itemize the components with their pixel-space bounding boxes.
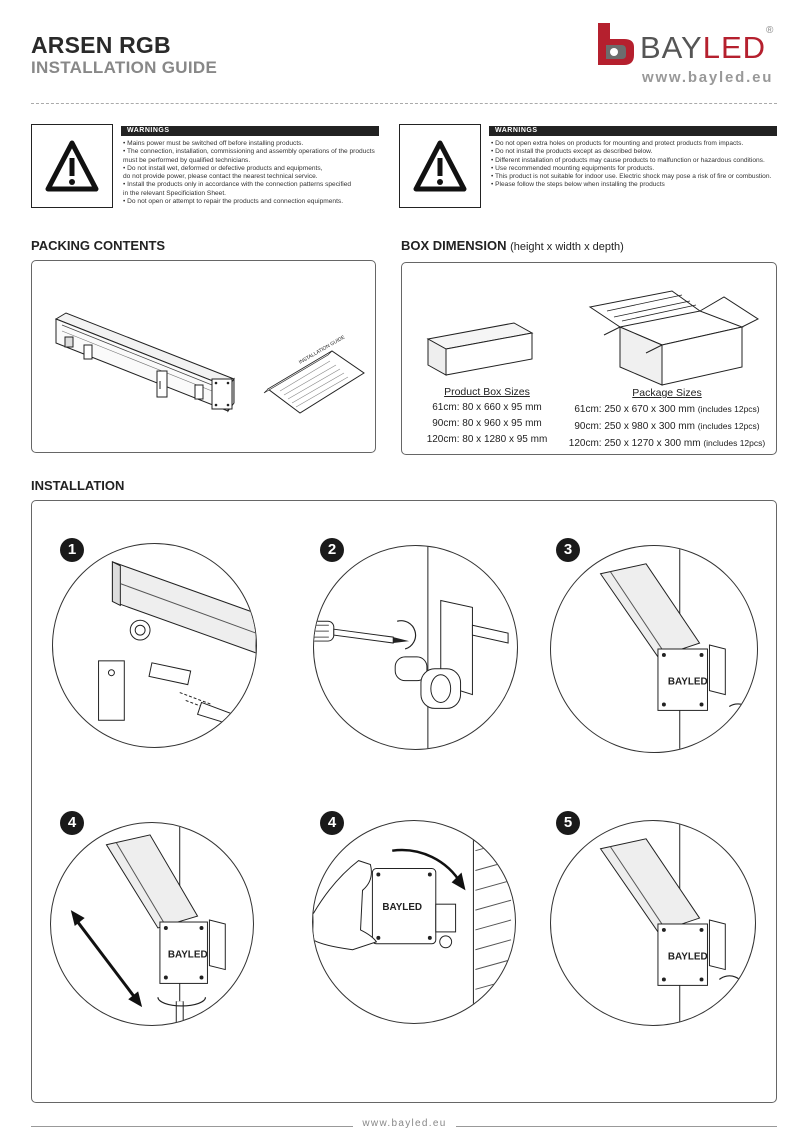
brand-logo: BAYLED ® www.bayled.eu [594, 17, 784, 87]
package-row: 120cm: 250 x 1270 x 300 mm (includes 12p… [562, 435, 772, 452]
package-sizes: Package Sizes 61cm: 250 x 670 x 300 mm (… [562, 385, 772, 452]
warning-item: • Mains power must be switched off befor… [123, 140, 304, 147]
product-box-row: 61cm: 80 x 660 x 95 mm [432, 402, 542, 413]
package-size: 61cm: 250 x 670 x 300 mm [574, 404, 695, 415]
step-1-illustration [52, 543, 257, 748]
installation-title: INSTALLATION [31, 478, 125, 493]
brand-wordmark: BAYLED [640, 30, 766, 66]
step-number: 1 [60, 538, 84, 562]
step-4b-illustration: BAYLED [312, 820, 516, 1024]
package-caption: Package Sizes [632, 387, 702, 399]
warning-item: • Do not open or attempt to repair the p… [123, 198, 344, 206]
brand-prefix: BAY [640, 30, 703, 65]
package-note: (includes 12pcs) [703, 438, 766, 448]
step-number: 3 [556, 538, 580, 562]
warnings-left: WARNINGS • Mains power must be switched … [31, 124, 379, 208]
warning-item: do not provide power, please contact the… [123, 173, 318, 181]
warnings-left-heading: WARNINGS [121, 126, 379, 136]
box-dimension-title: BOX DIMENSION (height x width x depth) [401, 238, 624, 253]
registered-mark: ® [766, 25, 774, 36]
warning-icon-frame [399, 124, 481, 208]
warning-triangle-icon [45, 140, 99, 192]
package-note: (includes 12pcs) [697, 404, 760, 414]
warning-item: in the relevant Specificiation Sheet. [123, 189, 226, 197]
footer-website[interactable]: www.bayled.eu [362, 1118, 447, 1129]
step-number: 5 [556, 811, 580, 835]
installation-panel [31, 500, 777, 1103]
warning-item: • Do not open extra holes on products fo… [491, 140, 744, 147]
brand-suffix: LED [702, 30, 767, 65]
bayled-mark-icon [598, 23, 634, 65]
box-dimension-heading: BOX DIMENSION [401, 238, 507, 253]
warning-item: • Install the products only in accordanc… [123, 181, 352, 189]
warning-item: • Different installation of products may… [491, 156, 765, 164]
warnings-right: WARNINGS • Do not open extra holes on pr… [399, 124, 777, 208]
warning-triangle-icon [413, 140, 467, 192]
product-bar-illustration: INSTALLATION GUIDE [54, 312, 365, 414]
warning-item: must be performed by qualified technicia… [123, 156, 251, 164]
step-4a-illustration: BAYLED [50, 822, 254, 1026]
header-divider [31, 103, 777, 104]
step-5-illustration: BAYLED [550, 820, 756, 1026]
warning-icon-frame [31, 124, 113, 208]
packing-contents-title: PACKING CONTENTS [31, 238, 166, 253]
step-number: 4 [60, 811, 84, 835]
step-number: 2 [320, 538, 344, 562]
product-box-caption: Product Box Sizes [444, 386, 530, 398]
warning-item: • Do not install wet, deformed or defect… [123, 164, 323, 172]
step-3-illustration: BAYLED [550, 545, 758, 753]
warning-item: • Use recommended mounting equipments fo… [491, 164, 655, 172]
warnings-right-heading: WARNINGS [489, 126, 777, 136]
package-size: 120cm: 250 x 1270 x 300 mm [568, 438, 701, 449]
device-brand: BAYLED [382, 902, 422, 913]
warning-item: • The connection, installation, commissi… [123, 148, 375, 156]
brand-website: www.bayled.eu [642, 69, 774, 86]
device-brand: BAYLED [668, 952, 708, 963]
product-box-illustration [426, 290, 760, 386]
warning-item: • Do not install the products except as … [491, 148, 653, 156]
footer-divider-left [31, 1126, 353, 1127]
warning-item: • Please follow the steps below when ins… [491, 181, 665, 189]
warnings-right-list: • Do not open extra holes on products fo… [491, 140, 771, 190]
product-box-row: 120cm: 80 x 1280 x 95 mm [426, 434, 548, 445]
document-title: ARSEN RGB [31, 32, 171, 58]
product-box-row: 90cm: 80 x 960 x 95 mm [432, 418, 542, 429]
package-row: 61cm: 250 x 670 x 300 mm (includes 12pcs… [562, 401, 772, 418]
warning-item: • This product is not suitable for indoo… [491, 173, 772, 181]
device-brand: BAYLED [168, 950, 208, 961]
package-note: (includes 12pcs) [697, 421, 760, 431]
warnings-left-list: • Mains power must be switched off befor… [123, 140, 375, 206]
document-subtitle: INSTALLATION GUIDE [31, 58, 218, 77]
product-box-sizes: Product Box Sizes 61cm: 80 x 660 x 95 mm… [412, 384, 562, 448]
package-row: 90cm: 250 x 980 x 300 mm (includes 12pcs… [562, 418, 772, 435]
footer-divider-right [456, 1126, 777, 1127]
packing-contents-panel: INSTALLATION GUIDE [31, 260, 376, 453]
box-dimension-hint: (height x width x depth) [510, 241, 624, 253]
package-size: 90cm: 250 x 980 x 300 mm [574, 421, 695, 432]
step-2-illustration [313, 545, 518, 750]
step-number: 4 [320, 811, 344, 835]
box-dimension-panel: Product Box Sizes 61cm: 80 x 660 x 95 mm… [401, 262, 777, 455]
device-brand: BAYLED [668, 677, 708, 688]
